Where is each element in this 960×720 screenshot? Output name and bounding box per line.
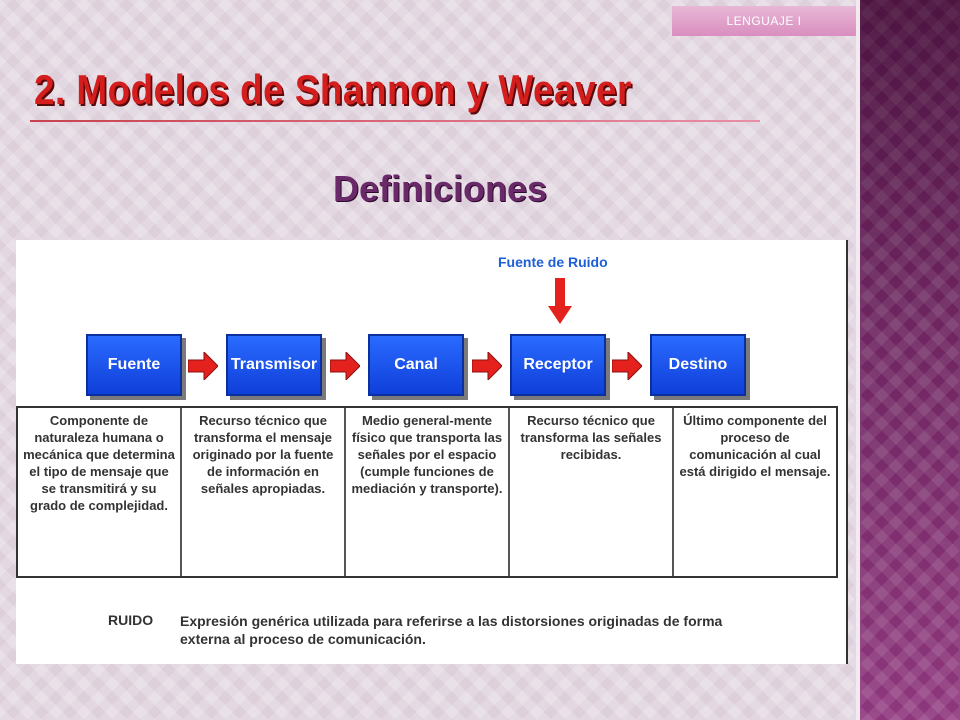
definition-destino: Último componente del proceso de comunic… [672, 408, 836, 576]
definition-fuente: Componente de naturaleza humana o mecáni… [23, 413, 175, 513]
figure-edge [846, 240, 848, 664]
noise-source-label: Fuente de Ruido [498, 254, 608, 270]
noise-definition: Expresión genérica utilizada para referi… [180, 613, 723, 647]
slide-subtitle: Definiciones [332, 168, 548, 209]
box-canal: Canal [368, 334, 464, 396]
communication-model-figure: Fuente de Ruido Fuente Transmisor Canal … [16, 240, 848, 664]
right-arrow-icon [612, 352, 642, 380]
right-arrow-icon [472, 352, 502, 380]
box-fuente: Fuente [86, 334, 182, 396]
definition-canal: Medio general-mente físico que transport… [344, 408, 508, 576]
side-band-decoration [856, 0, 960, 720]
box-transmisor: Transmisor [226, 334, 322, 396]
title-underline [30, 120, 760, 122]
box-receptor: Receptor [510, 334, 606, 396]
definition-receptor: Recurso técnico que transforma las señal… [508, 408, 672, 576]
noise-down-arrow-icon [548, 278, 572, 324]
definitions-table: Componente de naturaleza humana o mecáni… [16, 406, 838, 578]
right-arrow-icon [188, 352, 218, 380]
course-tag: LENGUAJE I [672, 6, 856, 36]
box-destino: Destino [650, 334, 746, 396]
definition-transmisor: Recurso técnico que transforma el mensaj… [180, 408, 344, 576]
slide-title: 2. Modelos de Shannon y Weaver [34, 66, 632, 113]
noise-term: RUIDO [108, 612, 154, 628]
right-arrow-icon [330, 352, 360, 380]
